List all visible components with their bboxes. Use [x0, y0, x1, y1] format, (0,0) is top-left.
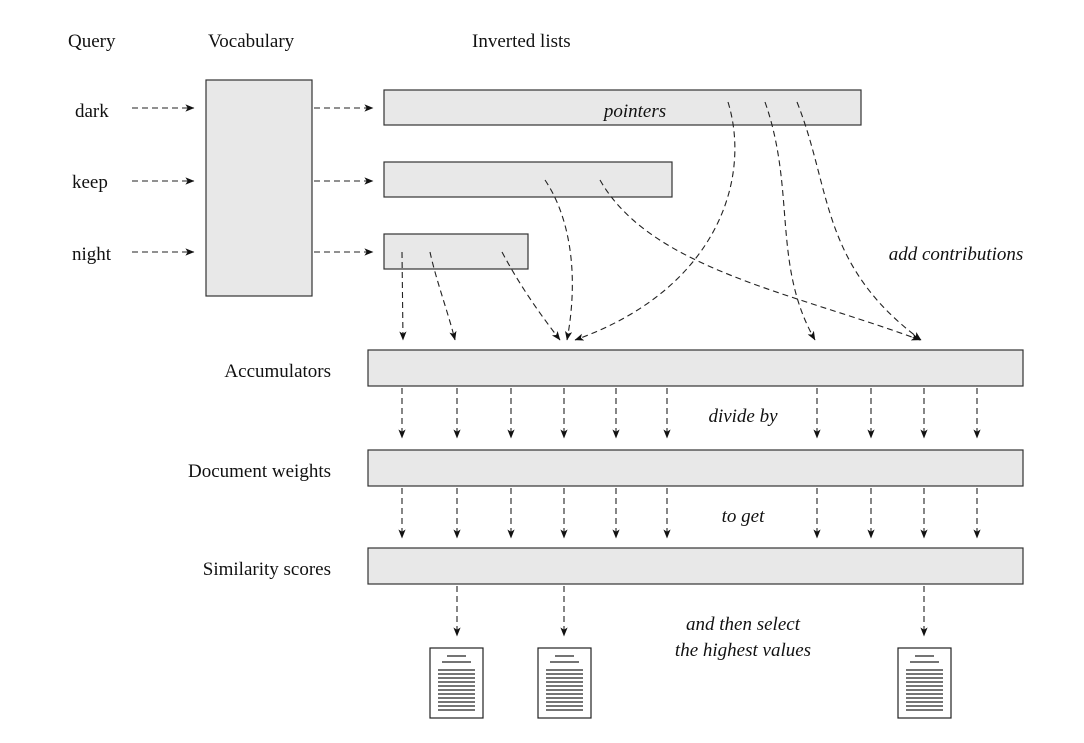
- pointer-arrow: [796, 101, 922, 341]
- vocabulary-box: [205, 79, 313, 297]
- document-weights-label: Document weights: [188, 461, 331, 482]
- document-icon: [897, 647, 952, 719]
- inverted-lists-header: Inverted lists: [472, 31, 571, 52]
- pointer-arrow: [399, 251, 407, 341]
- pointer-arrow: [429, 251, 457, 341]
- document-icon: [429, 647, 484, 719]
- select-label-line2: the highest values: [675, 640, 811, 661]
- inverted-list-keep: [383, 161, 673, 198]
- inverted-list-night: [383, 233, 529, 270]
- similarity-scores-bar: [367, 547, 1024, 585]
- document-icon: [537, 647, 592, 719]
- term-dark: dark: [75, 101, 109, 122]
- similarity-scores-label: Similarity scores: [203, 559, 331, 580]
- select-label-line1: and then select: [686, 614, 801, 635]
- to-get-label: to get: [722, 506, 765, 527]
- pointer-arrow: [544, 179, 573, 341]
- pointer-arrow: [574, 101, 736, 341]
- inverted-list-dark: [383, 89, 862, 126]
- term-night: night: [72, 244, 112, 265]
- divide-by-label: divide by: [708, 406, 778, 427]
- pointers-label: pointers: [602, 101, 666, 122]
- accumulators-bar: [367, 349, 1024, 387]
- to-get-arrows: [398, 488, 981, 539]
- document-weights-bar: [367, 449, 1024, 487]
- pointer-arrow: [501, 251, 561, 341]
- query-header: Query: [68, 31, 116, 52]
- divide-arrows: [398, 388, 981, 439]
- term-keep: keep: [72, 172, 108, 193]
- vocabulary-header: Vocabulary: [208, 31, 295, 52]
- pointer-arrow: [764, 101, 816, 341]
- pointer-arrow: [599, 179, 921, 341]
- accumulators-label: Accumulators: [224, 361, 331, 382]
- add-contributions-label: add contributions: [889, 244, 1024, 265]
